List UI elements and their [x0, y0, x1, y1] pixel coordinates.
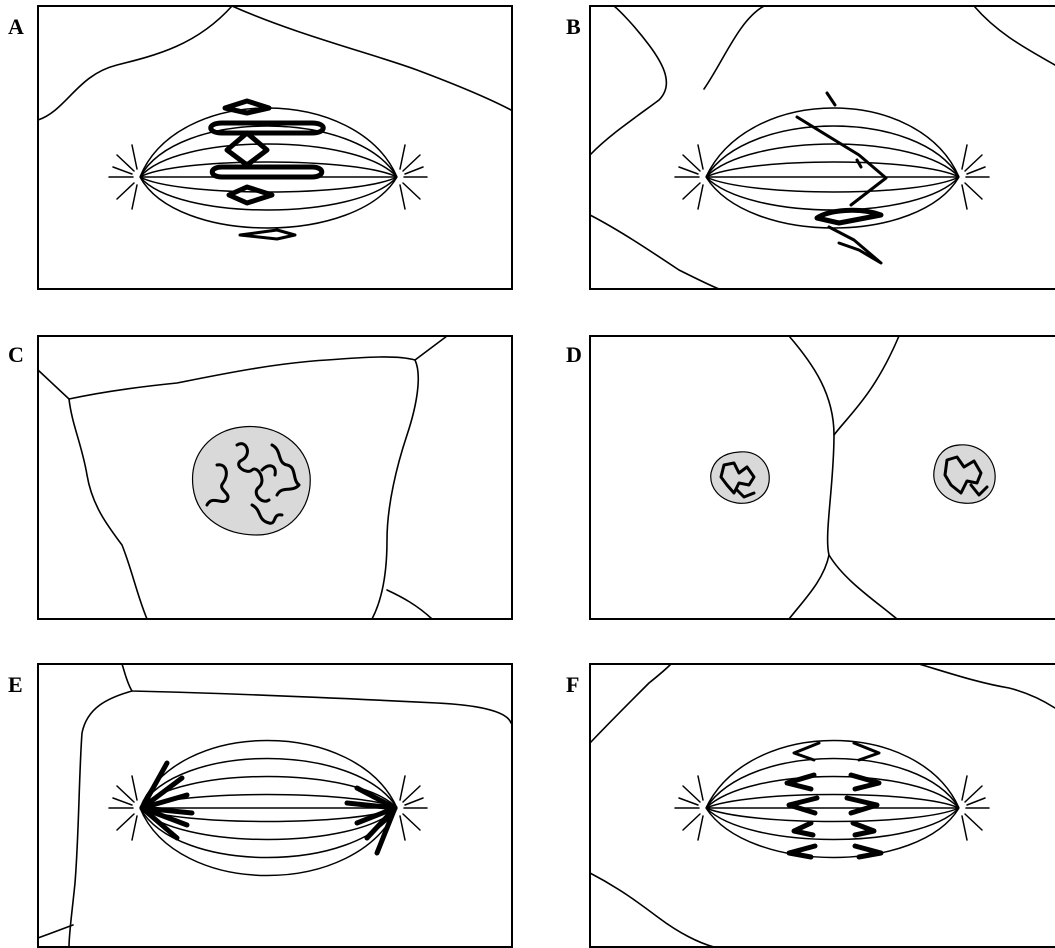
nucleus-right: [934, 445, 995, 503]
centrosome-left: [109, 776, 137, 840]
panel-label-c: C: [8, 342, 24, 368]
cell-boundary: [590, 6, 666, 155]
panel-label-f: F: [566, 672, 579, 698]
cell-boundary: [69, 399, 147, 619]
panel-c-interphase: [37, 335, 513, 620]
nucleus-left: [711, 452, 769, 503]
panel-d-telophase: [589, 335, 1055, 620]
cell-boundary: [38, 925, 73, 938]
centrosome-right: [962, 776, 989, 840]
cell-boundary: [387, 590, 432, 619]
chromosomes: [211, 101, 324, 239]
panel-e-spindle: [37, 663, 513, 948]
panel-label-d: D: [566, 342, 582, 368]
panel-frame: [38, 6, 512, 289]
centrosome-left: [675, 776, 703, 840]
centrosome-right: [400, 145, 427, 209]
chromosomes-right-pole: [347, 788, 395, 853]
chromosomes: [797, 93, 886, 263]
spindle: [706, 741, 959, 858]
cell-boundary: [590, 664, 671, 743]
cell-boundary: [232, 6, 511, 110]
cell-boundary: [590, 215, 719, 289]
panel-label-a: A: [8, 14, 24, 40]
cell-boundary: [590, 873, 714, 947]
centrosome-left: [675, 145, 703, 209]
chromosomes-left-pole: [142, 763, 192, 838]
nucleus: [193, 427, 311, 535]
panel-a-metaphase: [37, 5, 513, 290]
panel-frame: [38, 664, 512, 947]
centrosome-left: [109, 145, 137, 209]
cell-boundary: [415, 336, 447, 360]
cell-boundary: [704, 6, 764, 89]
panel-frame: [590, 6, 1055, 289]
panel-frame: [590, 664, 1055, 947]
cell-boundary: [69, 691, 132, 947]
cell-boundary: [974, 6, 1055, 65]
cell-boundary: [789, 336, 897, 619]
cell-boundary: [789, 555, 829, 619]
cell-boundary: [122, 664, 511, 723]
panel-label-e: E: [8, 672, 23, 698]
cell-boundary: [919, 664, 1055, 708]
centrosome-right: [400, 776, 427, 840]
panel-f-anaphase: [589, 663, 1055, 948]
panel-b-prometaphase: [589, 5, 1055, 290]
spindle: [140, 741, 397, 876]
cell-boundary: [38, 6, 232, 120]
centrosome-right: [962, 145, 989, 209]
panel-label-b: B: [566, 14, 581, 40]
cell-boundary: [834, 336, 899, 435]
